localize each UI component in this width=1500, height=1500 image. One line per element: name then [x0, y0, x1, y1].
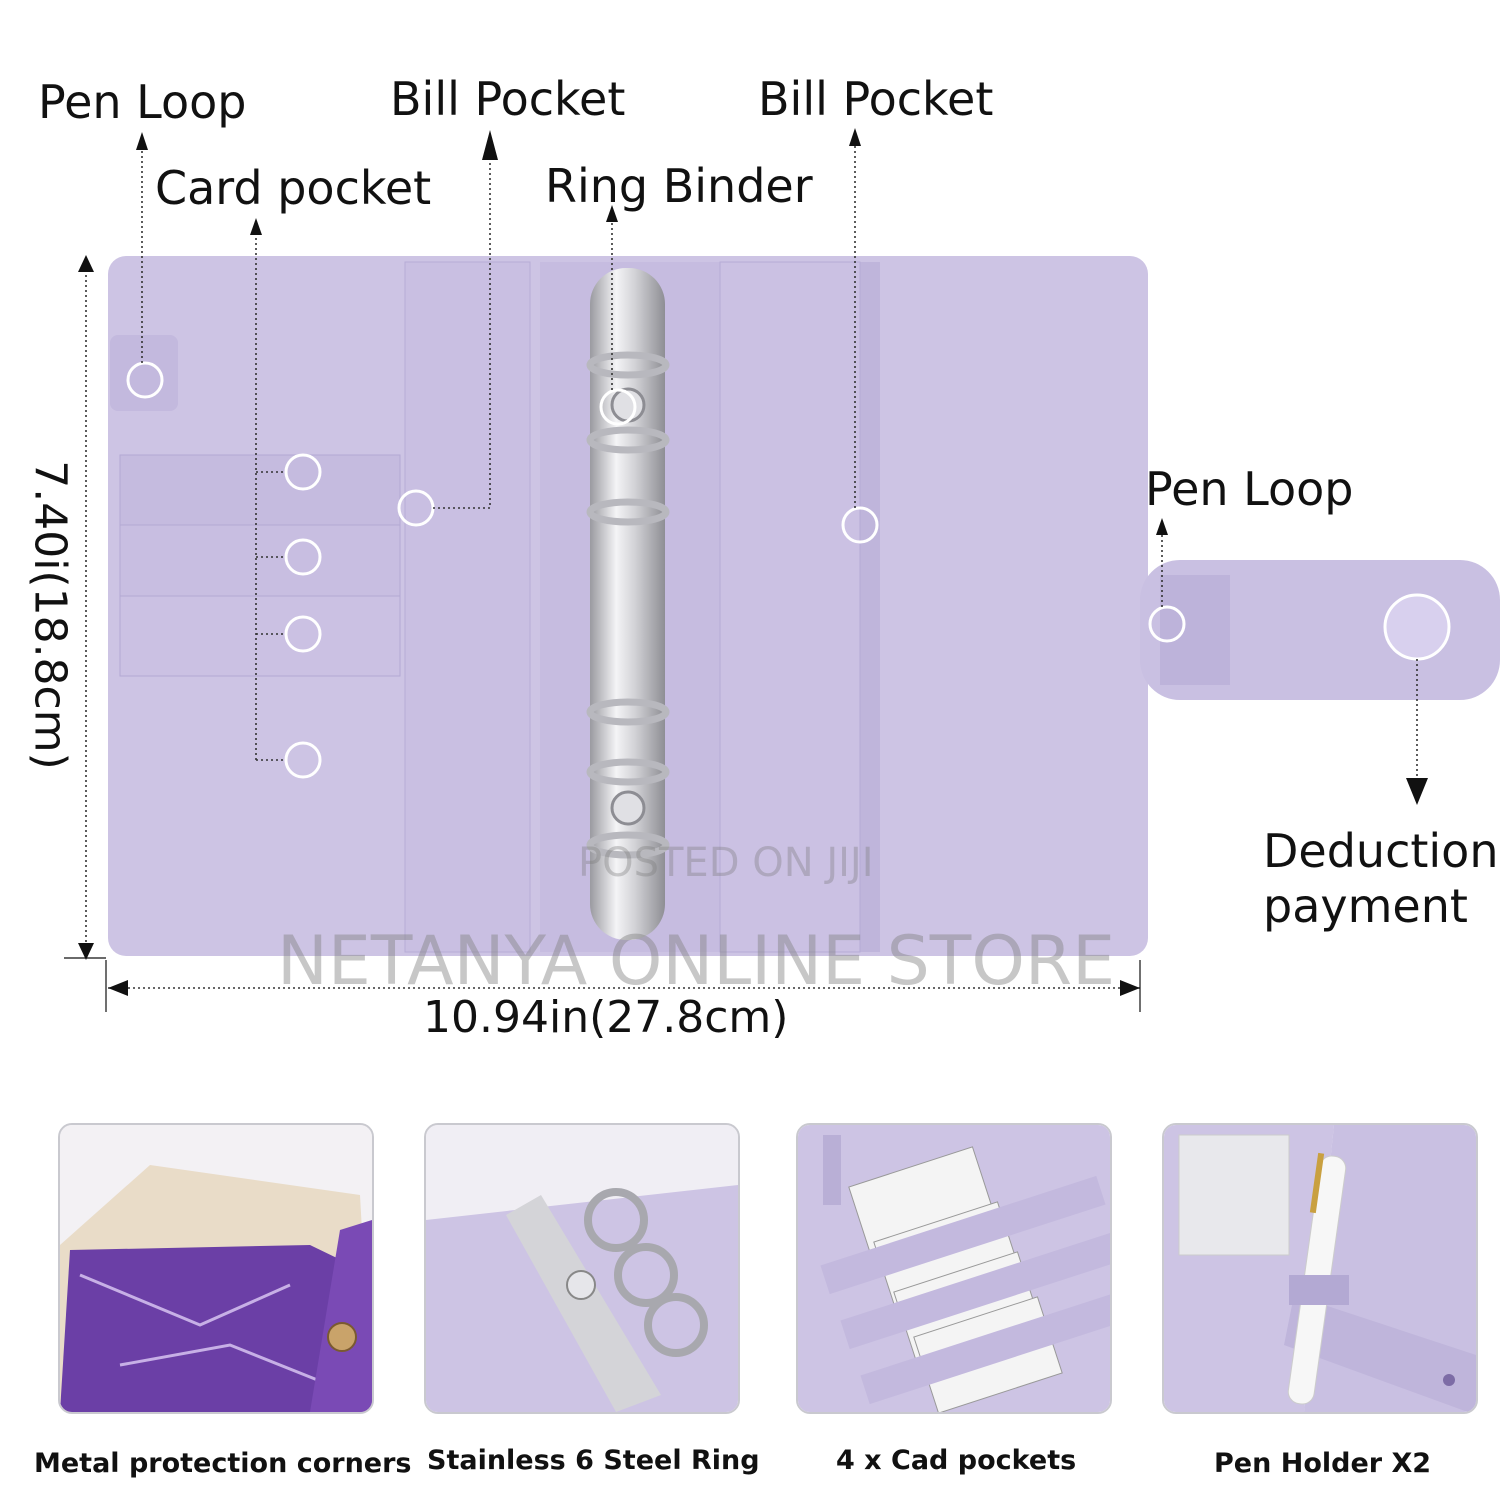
feature-image-rings [424, 1123, 740, 1414]
snap-button [1383, 593, 1451, 661]
label-pen-loop-right: Pen Loop [1145, 462, 1354, 516]
label-card-pocket: Card pocket [155, 161, 432, 215]
feature-image-corners [58, 1123, 374, 1414]
pen-loop-left-tab [110, 335, 178, 411]
watermark-store: NETANYA ONLINE STORE [277, 922, 1116, 1001]
watermark-posted: POSTED ON JIJI [578, 840, 874, 886]
feature-image-pen-holder [1162, 1123, 1478, 1414]
dimension-height: 7.40i(18.8cm) [24, 460, 76, 770]
caption-pen-holder: Pen Holder X2 [1214, 1448, 1432, 1479]
marker-card-1 [284, 453, 322, 491]
caption-card-pockets: 4 x Cad pockets [836, 1445, 1077, 1476]
caption-corners: Metal protection corners [34, 1448, 412, 1479]
label-bill-pocket-right: Bill Pocket [758, 72, 994, 126]
feature-image-card-pockets [796, 1123, 1112, 1414]
steel-ring-image [426, 1125, 738, 1412]
card-pockets-image [798, 1125, 1110, 1412]
marker-bill-right [841, 506, 879, 544]
marble-binder-image [60, 1125, 372, 1412]
bill-pocket-left [404, 261, 531, 953]
label-pen-loop-top: Pen Loop [38, 75, 247, 129]
card-pocket-2 [119, 524, 401, 606]
marker-pen-loop-left [126, 361, 164, 399]
dimension-width: 10.94in(27.8cm) [423, 992, 789, 1043]
card-pocket-1 [119, 454, 401, 536]
ring-binder-plate [590, 268, 665, 940]
marker-card-3 [284, 615, 322, 653]
bill-pocket-right [860, 262, 880, 952]
marker-card-2 [284, 538, 322, 576]
marker-card-4 [284, 741, 322, 779]
marker-ring [599, 388, 637, 426]
pen-holder-image [1164, 1125, 1476, 1412]
label-payment: payment [1263, 879, 1468, 933]
label-deduction: Deduction [1263, 824, 1499, 878]
caption-rings: Stainless 6 Steel Ring [427, 1445, 760, 1476]
label-bill-pocket-left: Bill Pocket [390, 72, 626, 126]
marker-pen-loop-right [1148, 605, 1186, 643]
card-pocket-3 [119, 595, 401, 677]
label-ring-binder: Ring Binder [545, 159, 813, 213]
binder-illustration [64, 128, 1500, 1012]
